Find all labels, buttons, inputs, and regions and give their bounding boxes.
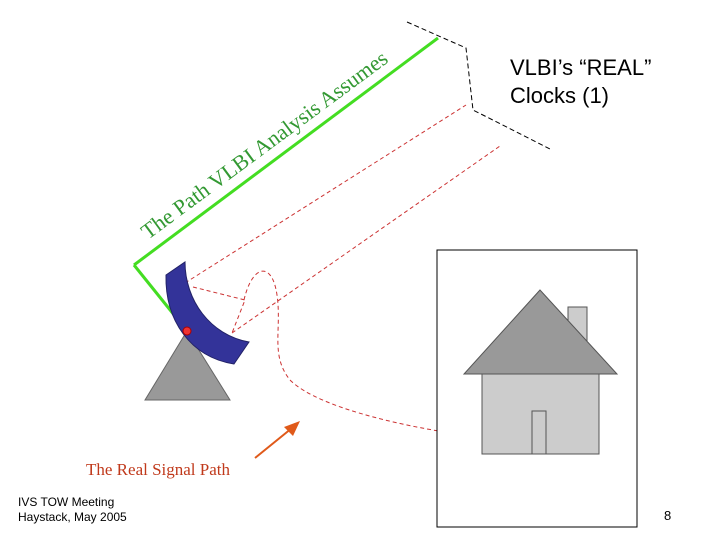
dashed-guide-lines [406, 21, 553, 151]
house-roof [462, 289, 619, 375]
page-number: 8 [664, 508, 672, 523]
title-line-2: Clocks (1) [510, 83, 610, 108]
radio-antenna [144, 261, 250, 401]
real-signal-path-caption: The Real Signal Path [86, 460, 231, 479]
station-building [436, 249, 638, 528]
real-path-lower-ray [231, 145, 501, 334]
footer-location-date: Haystack, May 2005 [18, 510, 127, 524]
footer: IVS TOW Meeting Haystack, May 2005 [18, 495, 127, 525]
real-path-cable-route [243, 270, 547, 439]
assumed-path-top-line [133, 36, 439, 267]
arrow-shaft [254, 427, 293, 459]
arrow-head [284, 421, 300, 436]
antenna-mount [144, 330, 231, 401]
title-line-1: VLBI’s “REAL” [510, 55, 652, 80]
footer-meeting: IVS TOW Meeting [18, 495, 115, 509]
house-door [531, 410, 547, 455]
slide-title: VLBI’s “REAL” Clocks (1) [510, 54, 710, 110]
real-signal-path [184, 104, 547, 439]
wavefront-dashed-line [406, 21, 553, 151]
real-path-dish-feed [192, 286, 246, 334]
antenna-dish [165, 261, 250, 365]
assumed-path-label: The Path VLBI Analysis Assumes [136, 45, 392, 244]
caption-arrow [254, 421, 300, 459]
antenna-reference-point [182, 326, 192, 336]
